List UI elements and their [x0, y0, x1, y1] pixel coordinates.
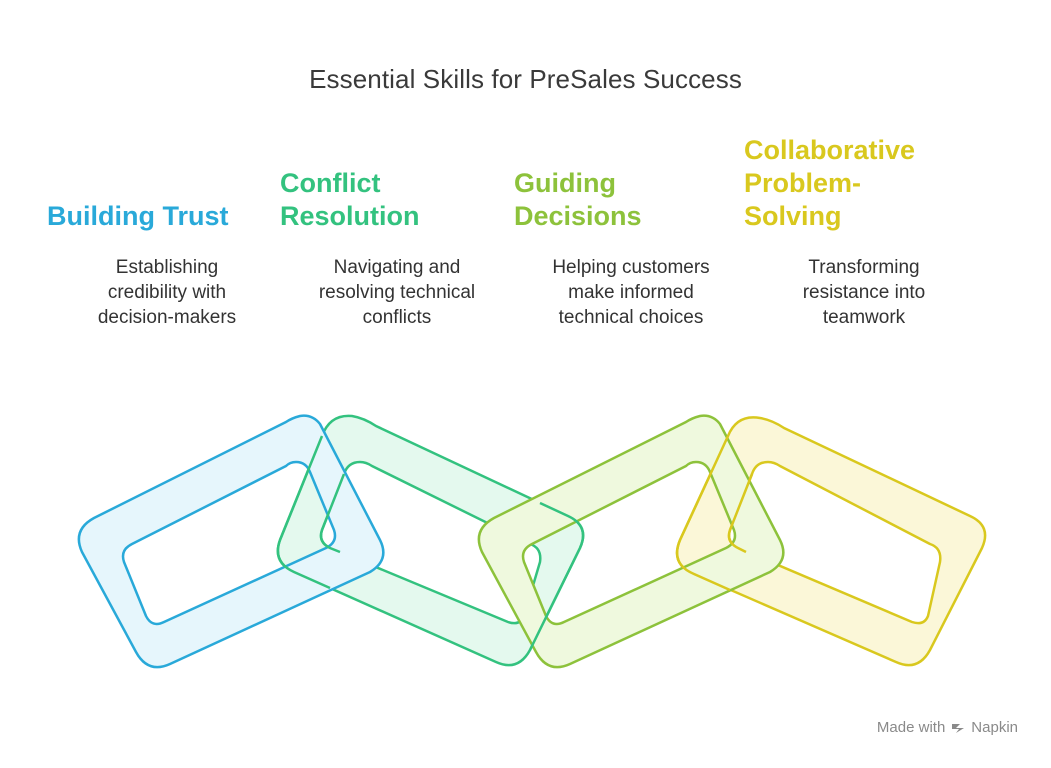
- step-2-heading-line-1: Conflict: [280, 168, 381, 198]
- footer-credit: Made with Napkin: [877, 719, 1018, 736]
- step-1-description: Establishing credibility with decision-m…: [57, 255, 277, 330]
- step-3-description: Helping customers make informed technica…: [521, 255, 741, 330]
- step-1-heading-wrap: Building Trust: [47, 130, 287, 233]
- step-2-heading-wrap: Conflict Resolution: [280, 130, 520, 233]
- chain-link-3: [477, 414, 785, 669]
- chain-link-1: [77, 414, 385, 669]
- step-4-desc-line-2: resistance into: [802, 282, 926, 303]
- step-4-heading-line-2: Problem-: [744, 168, 862, 198]
- step-1-heading-line: Building Trust: [47, 201, 229, 231]
- step-4-desc-line-1: Transforming: [808, 257, 920, 278]
- step-4-desc-line-3: teamwork: [822, 307, 906, 328]
- step-1-desc-line-2: credibility with: [107, 282, 227, 303]
- napkin-logo-icon: [950, 720, 966, 736]
- chain-link-2-overlap: [276, 435, 346, 590]
- chain-link-4: [675, 416, 987, 667]
- step-3-heading-line-2: Decisions: [514, 201, 642, 231]
- chain-link-2-right-overlap: [528, 501, 585, 651]
- step-2-desc-line-1: Navigating and: [333, 257, 461, 278]
- step-3-heading-wrap: Guiding Decisions: [514, 130, 754, 233]
- step-4-heading-line-1: Collaborative: [744, 135, 916, 165]
- diagram-title: Essential Skills for PreSales Success: [309, 64, 742, 94]
- footer-brand: Napkin: [971, 719, 1018, 736]
- step-1-desc-line-3: decision-makers: [97, 307, 237, 328]
- step-3-desc-line-1: Helping customers: [552, 257, 710, 278]
- step-2-heading: Conflict Resolution: [280, 167, 520, 233]
- step-1-heading: Building Trust: [47, 200, 287, 233]
- step-2-desc-line-3: conflicts: [362, 307, 432, 328]
- step-2-desc-line-2: resolving technical: [318, 282, 476, 303]
- step-4-description: Transforming resistance into teamwork: [754, 255, 974, 330]
- step-4-heading: Collaborative Problem- Solving: [744, 134, 984, 233]
- step-3-heading-line-1: Guiding: [514, 168, 616, 198]
- step-3-desc-line-3: technical choices: [558, 307, 704, 328]
- chain-link-4-overlap: [675, 435, 754, 592]
- step-4-heading-wrap: Collaborative Problem- Solving: [744, 130, 984, 233]
- step-1-desc-line-1: Establishing: [115, 257, 219, 278]
- footer-made-with: Made with: [876, 719, 946, 736]
- step-3-heading: Guiding Decisions: [514, 167, 754, 233]
- step-2-description: Navigating and resolving technical confl…: [287, 255, 507, 330]
- step-2-heading-line-2: Resolution: [280, 201, 420, 231]
- step-3-desc-line-2: make informed: [568, 282, 694, 303]
- step-4-heading-line-3: Solving: [744, 201, 842, 231]
